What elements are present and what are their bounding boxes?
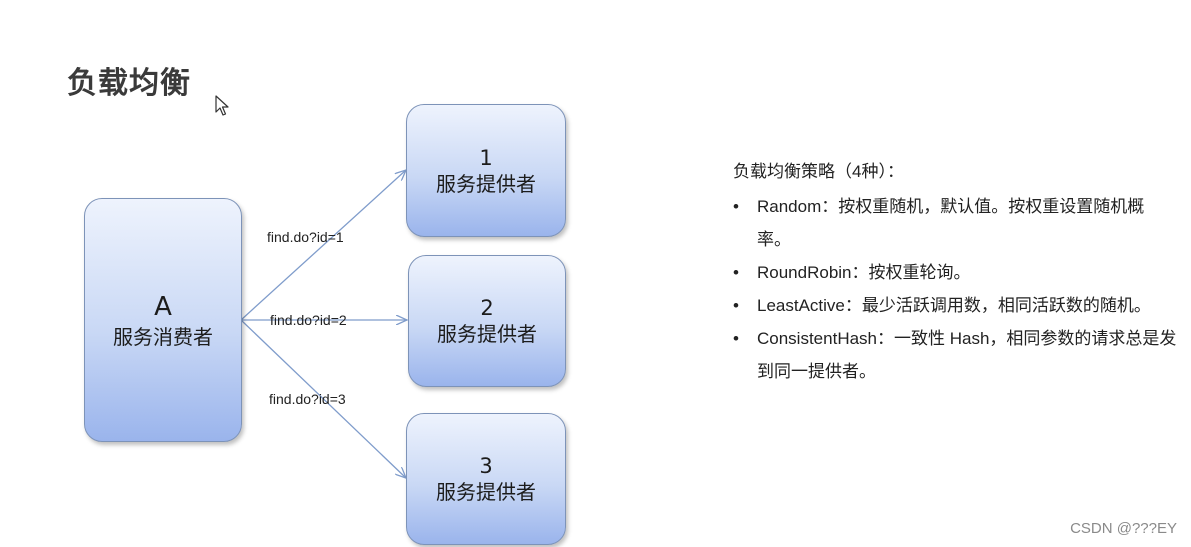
bullet-icon: • [733,296,739,315]
strategy-text: RoundRobin：按权重轮询。 [757,263,971,282]
consumer-letter: A [154,292,172,322]
strategy-heading: 负载均衡策略（4种）： [733,162,904,181]
bullet-icon: • [733,329,739,348]
provider-label: 服务提供者 [436,171,536,196]
provider-label: 服务提供者 [436,480,536,504]
strategy-list: • Random：按权重随机，默认值。按权重设置随机概率。 • RoundRob… [733,190,1178,388]
strategy-item-consistenthash: • ConsistentHash：一致性 Hash，相同参数的请求总是发到同一提… [733,322,1178,388]
watermark: CSDN @???EY [1070,520,1177,537]
provider-node-2[interactable]: 2 服务提供者 [408,255,566,387]
strategy-item-leastactive: • LeastActive：最少活跃调用数，相同活跃数的随机。 [733,289,1178,322]
strategy-panel: 负载均衡策略（4种）： • Random：按权重随机，默认值。按权重设置随机概率… [733,158,1178,388]
strategy-item-roundrobin: • RoundRobin：按权重轮询。 [733,256,1178,289]
provider-number: 3 [479,454,493,478]
slide-title: 负载均衡 [67,66,191,101]
edge-label-2: find.do?id=2 [270,312,347,328]
bullet-icon: • [733,197,739,216]
provider-number: 1 [479,145,493,170]
consumer-label: 服务消费者 [113,325,213,349]
strategy-text: Random：按权重随机，默认值。按权重设置随机概率。 [757,197,1145,249]
provider-node-3[interactable]: 3 服务提供者 [406,413,566,545]
mouse-pointer-icon [215,95,229,116]
provider-number: 2 [480,296,494,320]
strategy-item-random: • Random：按权重随机，默认值。按权重设置随机概率。 [733,190,1178,256]
edge-label-3: find.do?id=3 [269,391,346,407]
strategy-text: ConsistentHash：一致性 Hash，相同参数的请求总是发到同一提供者… [757,329,1177,381]
bullet-icon: • [733,263,739,282]
strategy-text: LeastActive：最少活跃调用数，相同活跃数的随机。 [757,296,1151,315]
arrow-to-provider-1 [240,170,406,321]
provider-label: 服务提供者 [437,322,537,346]
provider-node-1[interactable]: 1 服务提供者 [406,104,566,237]
edge-label-1: find.do?id=1 [267,229,344,245]
consumer-node[interactable]: A 服务消费者 [84,198,242,442]
